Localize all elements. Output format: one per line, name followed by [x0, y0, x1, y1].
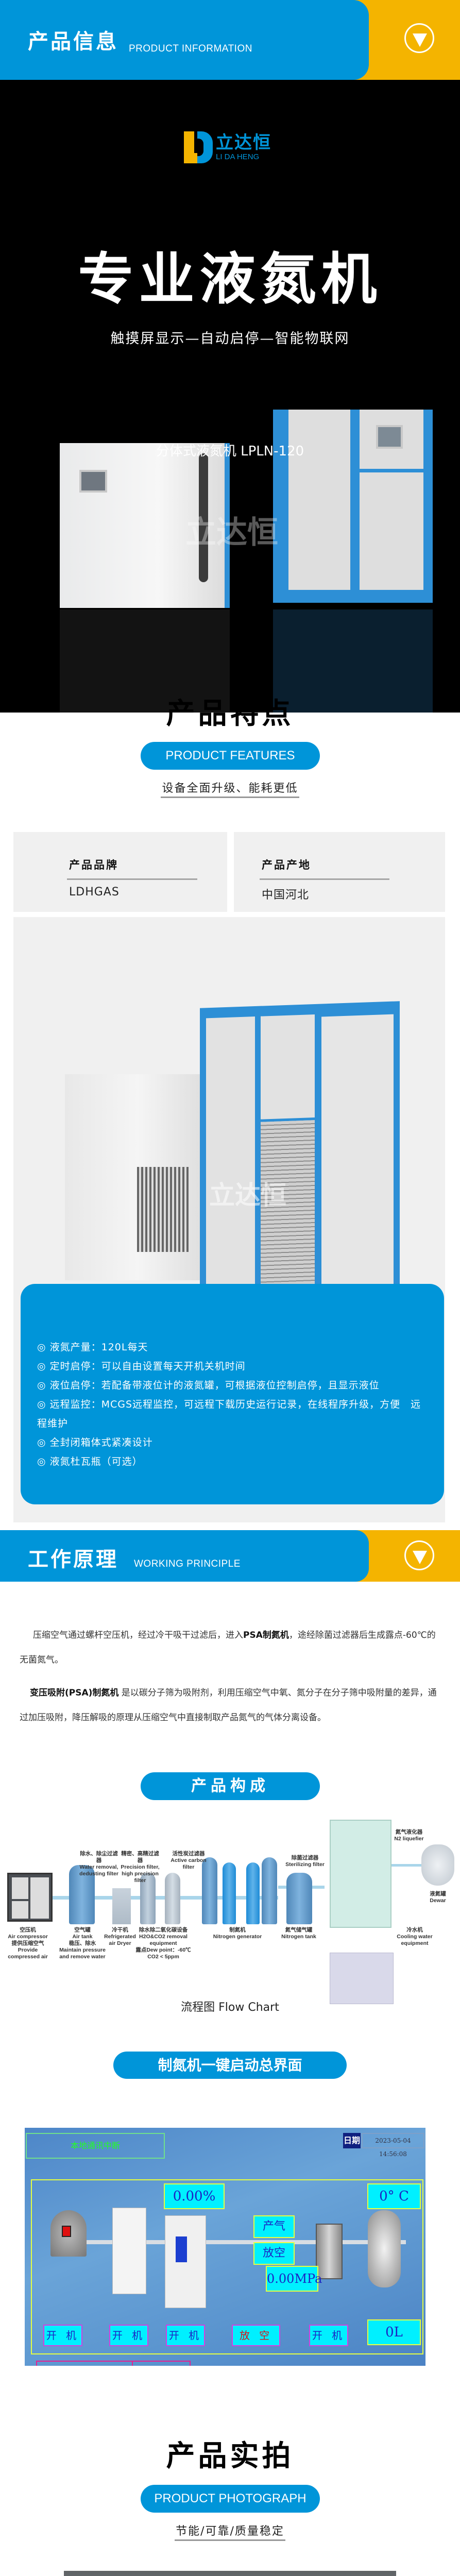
- brand-name-cn: 立达恒: [216, 132, 271, 153]
- features-title: 产品特点: [166, 697, 294, 731]
- hmi-produce-valve[interactable]: 产气: [253, 2215, 295, 2238]
- principle-paragraph-1: 压缩空气通过螺杆空压机，经过冷干吸干过滤后，进入PSA制氮机，途经除菌过滤器后生…: [20, 1630, 436, 1665]
- hmi-compressor-icon: [50, 2210, 87, 2257]
- section-title-en: WORKING PRINCIPLE: [134, 1558, 241, 1569]
- hmi-date-label: 日期: [343, 2133, 361, 2148]
- section-header-product-info: 产品信息 PRODUCT INFORMATION: [0, 0, 460, 80]
- hmi-datetime: 2023-05-04 14:56:08: [362, 2133, 424, 2158]
- n2-liquefier-graphic: [330, 1820, 391, 1928]
- section-title-en: PRODUCT INFORMATION: [129, 43, 252, 54]
- hmi-dewar-icon: [368, 2210, 401, 2287]
- watermark: 立达恒: [185, 515, 278, 551]
- air-tank-graphic: [69, 1865, 95, 1924]
- info-value: 中国河北: [262, 889, 310, 902]
- hero-title: 专业液氮机: [78, 247, 382, 312]
- dewar-graphic: [421, 1844, 454, 1886]
- info-card-brand: 产品品牌 LDHGAS: [13, 832, 227, 912]
- hero-section: 立达恒 LI DA HENG 专业液氮机 触摸屏显示—自动启停—智能物联网 立达…: [0, 80, 460, 713]
- features-pill: PRODUCT FEATURES: [141, 742, 320, 770]
- hmi-status-top: 本地通讯中断: [26, 2133, 165, 2159]
- composition-pill: 产品构成: [141, 1772, 320, 1800]
- hmi-dryer-start[interactable]: 开 机: [109, 2325, 148, 2346]
- info-label: 产品品牌: [69, 859, 118, 871]
- dryer-graphic: [112, 1888, 131, 1924]
- feature-item: ◎ 远程监控：MCGS远程监控，可远程下载历史运行记录，在线程序升级，方便 远程…: [37, 1399, 421, 1429]
- features-subtitle: 设备全面升级、能耗更低: [161, 779, 299, 798]
- air-compressor-graphic: [7, 1873, 53, 1922]
- hmi-generator-icon: [165, 2215, 206, 2308]
- info-value: LDHGAS: [69, 886, 120, 899]
- hmi-time-table: 时间参数 距保养时间0h 总运行时间0h: [36, 2361, 191, 2366]
- hmi-temperature-readout: 0° C: [367, 2183, 421, 2209]
- cooling-water-graphic: [330, 1953, 394, 2004]
- hmi-compressor-start[interactable]: 开 机: [43, 2325, 82, 2346]
- h2o-co2-removal-graphic: [140, 1873, 156, 1924]
- section-header-working-principle: 工作原理 WORKING PRINCIPLE: [0, 1530, 460, 1582]
- hmi-liquefier-start[interactable]: 开 机: [309, 2325, 348, 2346]
- photos-pill: PRODUCT PHOTOGRAPH: [141, 2485, 320, 2513]
- product-caption: 分体式液氮机 LPLN-120: [156, 444, 304, 459]
- nitrogen-generator-graphic: [202, 1857, 217, 1924]
- hmi-dryer-icon: [112, 2208, 146, 2294]
- watermark: 立达恒: [209, 1180, 286, 1210]
- photos-title: 产品实拍: [166, 2439, 294, 2473]
- info-card-origin: 产品产地 中国河北: [234, 832, 445, 912]
- feature-item: ◎ 液氮产量：120L每天: [37, 1342, 148, 1353]
- hmi-generator-start[interactable]: 开 机: [166, 2325, 205, 2346]
- liquefier-unit: [60, 443, 230, 608]
- product-photo-1: [64, 2571, 396, 2576]
- hmi-process-panel: [31, 2179, 423, 2354]
- brand-logo: 立达恒 LI DA HENG: [184, 131, 271, 163]
- brand-name-en: LI DA HENG: [216, 152, 260, 161]
- logo-mark-icon: [184, 131, 213, 163]
- info-label: 产品产地: [262, 859, 311, 871]
- chevron-down-icon[interactable]: [404, 1540, 434, 1570]
- hmi-vent-valve[interactable]: 放空: [253, 2242, 295, 2265]
- hmi-purity-readout: 0.00%: [164, 2183, 225, 2209]
- hmi-pressure-readout: 0.00MPa: [266, 2266, 322, 2292]
- feature-list-box: ◎ 液氮产量：120L每天 ◎ 定时启停：可以自由设置每天开机关机时间 ◎ 液位…: [21, 1284, 444, 1504]
- feature-item: ◎ 液氮杜瓦瓶（可选）: [37, 1456, 143, 1467]
- feature-item: ◎ 全封闭箱体式紧凑设计: [37, 1437, 153, 1448]
- section-title-cn: 工作原理: [28, 1548, 118, 1571]
- hmi-vent-button[interactable]: 放 空: [232, 2325, 280, 2346]
- feature-item: ◎ 液位启停：若配备带液位计的液氮罐，可根据液位控制启停，且显示液位: [37, 1380, 380, 1391]
- hmi-pill: 制氮机一键启动总界面: [113, 2052, 347, 2079]
- hmi-level-readout: 0L: [367, 2319, 421, 2345]
- nitrogen-generator-unit: [273, 410, 433, 603]
- feature-item: ◎ 定时启停：可以自由设置每天开机关机时间: [37, 1361, 246, 1372]
- flow-chart-caption: 流程图 Flow Chart: [181, 2001, 279, 2014]
- section-title-cn: 产品信息: [28, 30, 118, 54]
- photos-subtitle: 节能/可靠/质量稳定: [175, 2522, 285, 2541]
- nitrogen-tank-graphic: [286, 1873, 312, 1924]
- liquefier-unit-image: [65, 1074, 214, 1280]
- hero-subtitle: 触摸屏显示—自动启停—智能物联网: [110, 331, 350, 347]
- principle-paragraph-2: 变压吸附(PSA)制氮机 是以碳分子筛为吸附剂，利用压缩空气中氧、氮分子在分子筛…: [20, 1688, 437, 1723]
- hmi-liquefier-icon: [316, 2224, 343, 2279]
- hmi-screenshot: 本地通讯中断 日期 2023-05-04 14:56:08 0.00% 0° C…: [25, 2128, 425, 2366]
- chevron-down-icon[interactable]: [404, 23, 434, 53]
- hmi-pipe: [56, 2240, 406, 2244]
